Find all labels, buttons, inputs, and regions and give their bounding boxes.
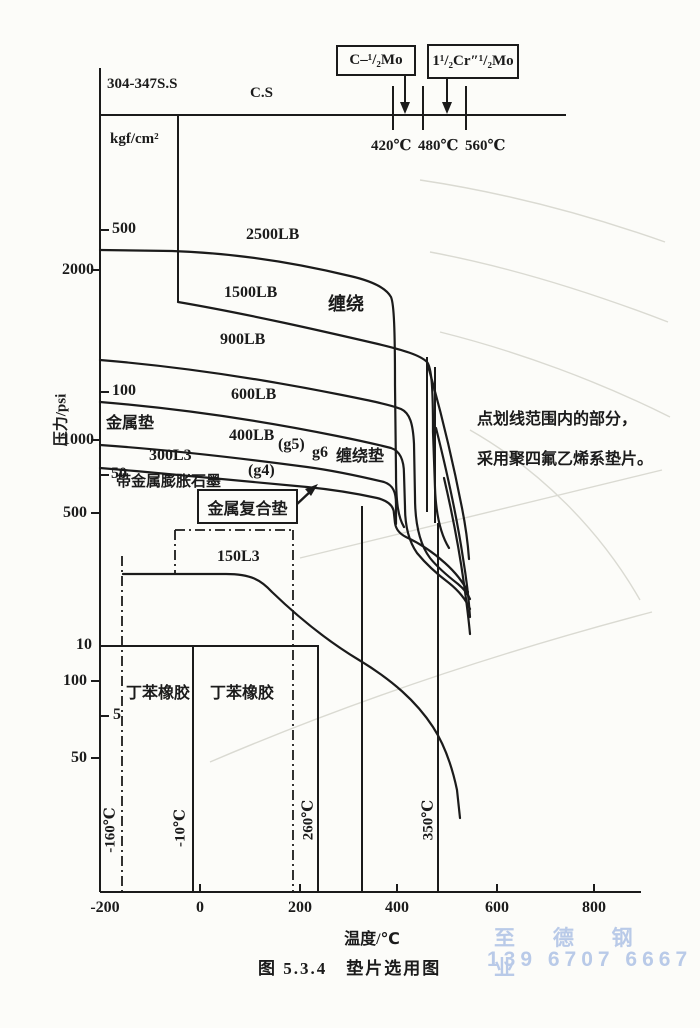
rubber-region-border bbox=[100, 645, 319, 892]
region-label-graphite: 带金属膨胀石墨 bbox=[116, 474, 222, 490]
region-label-wound-gasket: 缠绕垫 bbox=[336, 448, 385, 465]
curve-tail-a bbox=[426, 364, 471, 561]
temp-line-label-260: 260℃ bbox=[300, 799, 317, 841]
curve-label-600lb: 600LB bbox=[231, 386, 277, 403]
stainless-grade-label: 304-347S.S bbox=[107, 76, 178, 92]
curve-tail-c bbox=[442, 476, 472, 636]
material-box-crmo: 1¹/₂Cr″¹/₂Mo bbox=[427, 44, 519, 79]
psi-tick-100: 100 bbox=[63, 672, 87, 689]
curve-label-2500lb: 2500LB bbox=[246, 226, 300, 243]
figure-caption: 图 5.3.4 垫片选用图 bbox=[258, 959, 442, 978]
curve-label-300l3: 300L3 bbox=[149, 447, 192, 464]
material-box-cmo: C–¹/₂Mo bbox=[336, 45, 416, 76]
material-temp-ticks bbox=[392, 86, 467, 130]
kgf-tick-50: 50 bbox=[111, 465, 127, 482]
x-ticks bbox=[199, 884, 595, 892]
curve-300l3-g4 bbox=[98, 466, 470, 594]
cmo-arrowhead-icon bbox=[400, 102, 410, 114]
kgf-tick-500: 500 bbox=[112, 220, 136, 237]
region-label-metal-composite: 金属复合垫 bbox=[207, 500, 288, 518]
kgf-tick-100: 100 bbox=[112, 382, 136, 399]
y-axis-inner-unit: kgf/cm² bbox=[110, 131, 159, 147]
region-label-rubber-right: 丁苯橡胶 bbox=[210, 685, 275, 702]
x-tick-0: 0 bbox=[196, 899, 204, 916]
temp-label-420: 420℃ bbox=[371, 138, 412, 154]
temp-label-480: 480℃ bbox=[418, 138, 459, 154]
metal-composite-pointer bbox=[295, 484, 318, 506]
crmo-arrowhead-icon bbox=[442, 102, 452, 114]
curve-label-400lb: 400LB bbox=[229, 427, 275, 444]
scan-ghost-arcs bbox=[209, 179, 671, 763]
carbon-steel-label: C.S bbox=[250, 85, 273, 101]
temp-label-560: 560℃ bbox=[465, 138, 506, 154]
ptfe-note-line2: 采用聚四氟乙烯系垫片。 bbox=[477, 451, 654, 468]
curve-400lb bbox=[98, 443, 398, 526]
temp-line-label-minus10: -10℃ bbox=[172, 809, 189, 847]
psi-tick-2000: 2000 bbox=[62, 261, 94, 278]
temp-line-label-minus160: -160℃ bbox=[102, 807, 119, 853]
curve-tail-b bbox=[434, 426, 472, 619]
x-tick-400: 400 bbox=[385, 899, 409, 916]
x-tick-800: 800 bbox=[582, 899, 606, 916]
kgf-tick-5: 5 bbox=[113, 706, 121, 723]
curve-label-g5: (g5) bbox=[278, 436, 305, 453]
curve-150l3 bbox=[121, 572, 462, 820]
watermark-company: 至 德 钢 业 bbox=[494, 927, 649, 980]
metal-composite-box: 金属复合垫 bbox=[197, 489, 298, 524]
curve-label-1500lb: 1500LB bbox=[224, 284, 278, 301]
curve-label-g6: g6 bbox=[312, 444, 328, 461]
curve-900lb bbox=[98, 358, 472, 601]
region-label-metal-gasket: 金属垫 bbox=[106, 415, 155, 432]
kgf-ticks bbox=[100, 229, 109, 717]
curve-2500lb bbox=[98, 248, 406, 529]
x-axis-title: 温度/℃ bbox=[344, 931, 400, 948]
curve-label-900lb: 900LB bbox=[220, 331, 266, 348]
kgf-tick-10: 10 bbox=[76, 636, 92, 653]
temp-line-label-350: 350℃ bbox=[420, 799, 437, 841]
psi-tick-1000: 1000 bbox=[62, 431, 94, 448]
x-tick-600: 600 bbox=[485, 899, 509, 916]
curve-label-g4: (g4) bbox=[248, 462, 275, 479]
region-label-wound: 缠绕 bbox=[328, 294, 364, 314]
x-tick-minus200: -200 bbox=[90, 899, 120, 916]
region-label-rubber-left: 丁苯橡胶 bbox=[126, 685, 191, 702]
x-tick-200: 200 bbox=[288, 899, 312, 916]
curve-label-150l3: 150L3 bbox=[217, 548, 260, 565]
psi-tick-50: 50 bbox=[71, 749, 87, 766]
material-box-cmo-label: C–¹/₂Mo bbox=[349, 52, 403, 68]
ptfe-note-line1: 点划线范围内的部分， bbox=[477, 411, 638, 428]
psi-tick-500: 500 bbox=[63, 504, 87, 521]
curve-600lb bbox=[98, 400, 472, 611]
watermark-phone: 139 6707 6667 bbox=[487, 948, 693, 971]
psi-ticks bbox=[91, 269, 100, 759]
material-box-crmo-label: 1¹/₂Cr″¹/₂Mo bbox=[432, 53, 514, 69]
